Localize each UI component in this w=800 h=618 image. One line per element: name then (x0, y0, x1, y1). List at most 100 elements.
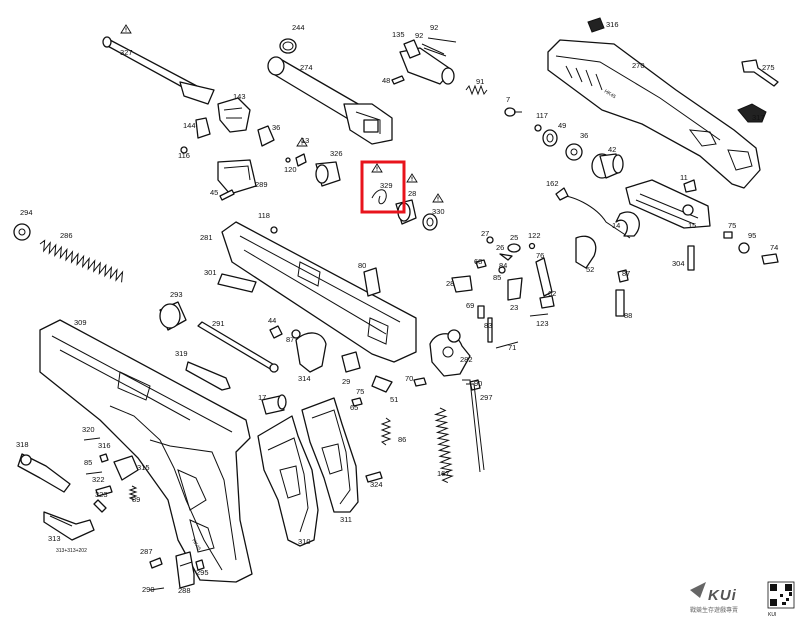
part-label: 86 (398, 435, 406, 444)
part-label: 316 (98, 441, 111, 450)
warning-triangle-icon (432, 193, 444, 203)
part-label: 92 (415, 31, 423, 40)
kui-logo: KUi 戰競生存遊戲專賣 (690, 582, 738, 614)
part-label: 85 (84, 458, 92, 467)
part-label: 29 (342, 377, 350, 386)
part-label: 144 (183, 121, 196, 130)
part-label: 320 (82, 425, 95, 434)
part-label: 329 (380, 181, 393, 190)
part-label: 69 (466, 301, 474, 310)
part-label: 49 (558, 121, 566, 130)
part-label: 117 (536, 111, 548, 120)
part-label: 293 (170, 290, 183, 299)
blowback-unit-15 (625, 179, 711, 229)
part-label: 75 (728, 221, 736, 230)
buffer-293 (159, 301, 187, 331)
part-label: 80 (358, 261, 366, 270)
part-label: 162 (546, 179, 559, 188)
part-label: 310 (298, 537, 311, 546)
part-label: 324 (370, 480, 383, 489)
part-label: 315 (137, 463, 150, 472)
part-label: 330 (432, 207, 445, 216)
part-label: 122 (528, 231, 541, 240)
part-label: 89 (132, 495, 140, 504)
part-label: 85 (493, 273, 501, 282)
part-label: 74 (770, 243, 778, 252)
part-label: 295 (196, 568, 209, 577)
part-label: 301 (204, 268, 217, 277)
part-label: 316 (606, 20, 619, 29)
piston-42 (591, 153, 624, 179)
warning-triangle-icon (120, 24, 132, 34)
part-label: 75 (356, 387, 364, 396)
part-label: 304 (672, 259, 685, 268)
part-label: 275 (762, 63, 775, 72)
block-288 (175, 551, 195, 589)
part-label: 71 (508, 343, 516, 352)
part-label: 42 (608, 145, 616, 154)
part-label: 44 (268, 316, 276, 325)
grip-panel-310 (257, 415, 319, 547)
part-label: 311 (340, 515, 352, 524)
logo-brand: KUi (708, 587, 737, 604)
svg-text:HK45: HK45 (603, 89, 617, 101)
qr-code (767, 581, 795, 609)
part-label: 15 (688, 221, 696, 230)
part-label: 17 (258, 393, 266, 402)
part-label: 45 (210, 188, 218, 197)
mag-release-318 (17, 453, 71, 493)
inner-frame-281 (221, 221, 417, 363)
spring-329 (371, 189, 387, 205)
part-label: 282 (460, 355, 473, 364)
part-label: 88 (624, 311, 632, 320)
part-label: 287 (140, 547, 153, 556)
part-label: 25 (510, 233, 518, 242)
warning-triangle-icon (371, 163, 383, 173)
part-label: 318 (16, 440, 29, 449)
warning-triangle-icon (406, 173, 418, 183)
recoil-spring-286 (39, 239, 124, 283)
part-label: 120 (284, 165, 297, 174)
slide-270: HK45 (547, 39, 761, 189)
barrel-assembly-274 (267, 56, 393, 145)
part-label: 84 (499, 261, 507, 270)
part-label: 26 (496, 243, 504, 252)
hammer-282 (429, 329, 471, 377)
part-label: 92 (430, 23, 438, 32)
part-label: 270 (632, 61, 645, 70)
highlight-box (360, 160, 406, 214)
part-label: 313 (48, 534, 61, 543)
part-label: 23 (510, 303, 518, 312)
fire-control-parts (451, 235, 695, 349)
svg-text:HK45: HK45 (190, 538, 202, 552)
lower-frame-309: HK45 (39, 319, 253, 583)
part-label: 286 (60, 231, 73, 240)
qr-caption: KUI (768, 612, 776, 618)
part-label: 135 (392, 30, 405, 39)
logo-tagline: 戰競生存遊戲專賣 (690, 606, 738, 614)
part-label: 289 (255, 180, 268, 189)
part-label: 65 (350, 403, 358, 412)
o-ring-244 (279, 38, 297, 54)
part-label: 83 (484, 321, 492, 330)
warning-labels (120, 24, 444, 203)
part-label: 13 (301, 136, 309, 145)
part-label: 309 (74, 318, 87, 327)
part-label: 51 (390, 395, 398, 404)
part-label: 68 (474, 257, 482, 266)
part-label: 14 (612, 221, 620, 230)
part-label: 281 (200, 233, 213, 242)
part-label: 291 (212, 319, 225, 328)
part-label: 326 (330, 149, 343, 158)
part-label: 323 (95, 490, 108, 499)
part-label: 90 (474, 379, 482, 388)
part-label: 294 (20, 208, 33, 217)
nozzle-135 (399, 39, 455, 85)
part-label: 322 (92, 475, 105, 484)
part-label: 95 (748, 231, 756, 240)
part-label: 70 (405, 374, 413, 383)
outer-barrel (102, 36, 215, 105)
